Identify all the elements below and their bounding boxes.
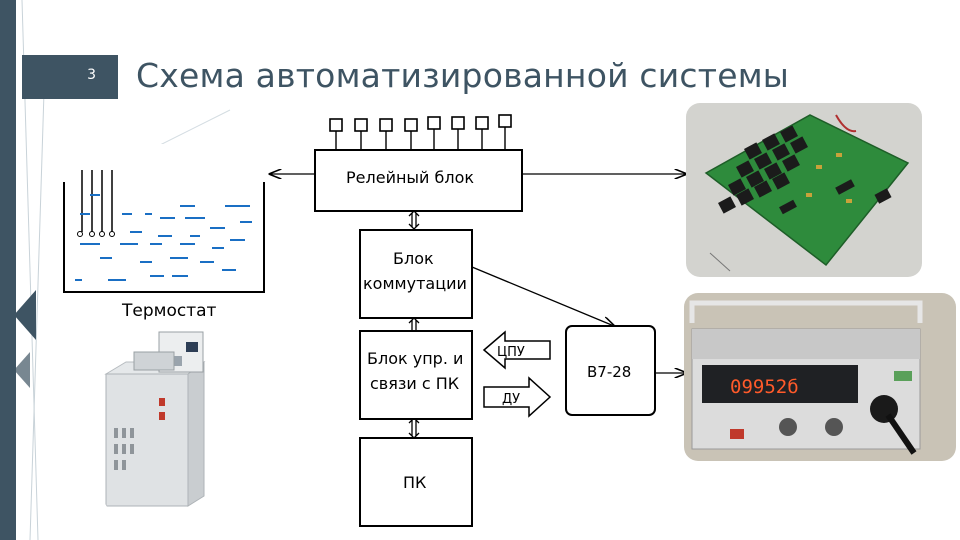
pc-block [359,437,473,527]
relay-connectors [329,114,512,132]
water-dashes [75,194,252,281]
thermostat-label: Термостат [121,301,217,321]
voltmeter-display [702,365,858,403]
left-accent-bar [0,0,16,540]
meter-block [565,325,656,416]
cpu-arrow-label: ЦПУ [497,345,525,360]
switch-block-label-2: коммутации [363,274,467,293]
tank-outline [63,182,265,293]
slide-title: Схема автоматизированной системы [136,56,790,95]
switch-block [359,229,473,319]
voltmeter-readout: 09952б [730,376,799,398]
thermostat-unit-photo [104,328,232,512]
arrow-switch-to-meter [471,266,614,326]
control-block-label-2: связи с ПК [370,374,460,393]
relay-components [718,125,892,215]
cpu-arrow-shape [482,330,551,370]
relay-block [314,149,523,212]
relay-block-label: Релейный блок [346,168,474,187]
relay-board-photo [686,103,922,277]
switch-block-label-1: Блок [393,249,434,268]
slide-number-box: 3 [22,55,118,99]
slide-number: 3 [87,67,96,83]
control-block-label-1: Блок упр. и [367,349,463,368]
pc-block-label: ПК [403,473,427,492]
voltmeter-photo: 09952б [684,293,956,461]
du-arrow-shape [483,376,552,418]
du-arrow-label: ДУ [502,392,520,407]
pointer-triangle-icon [14,290,36,340]
meter-block-label: В7-28 [587,363,631,381]
control-block [359,330,473,420]
